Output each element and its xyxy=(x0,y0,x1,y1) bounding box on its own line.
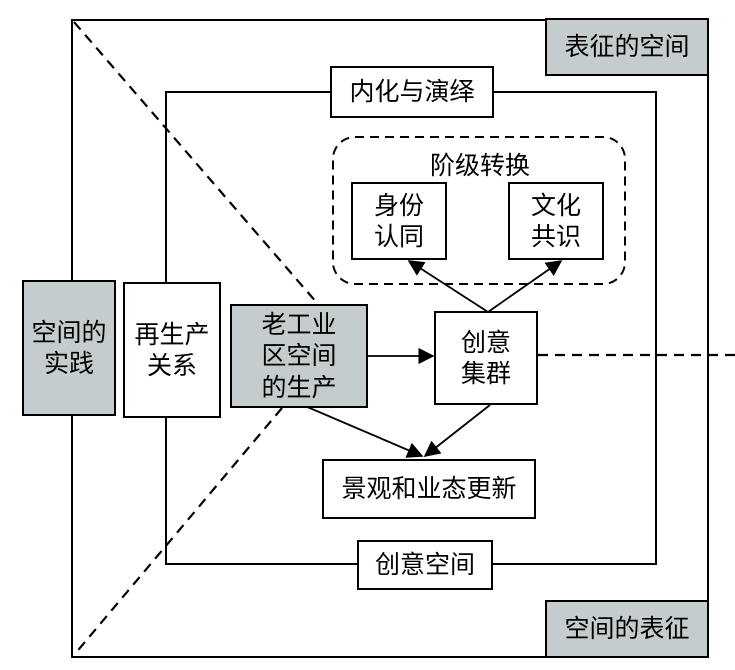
cultural-consensus-label: 文化 共识 xyxy=(530,190,581,251)
reproduction-relations-box: 再生产 关系 xyxy=(123,282,221,418)
internalization-box: 内化与演绎 xyxy=(330,66,494,118)
cultural-consensus-box: 文化 共识 xyxy=(508,182,604,260)
internalization-label: 内化与演绎 xyxy=(349,77,475,107)
representational-space-label: 表征的空间 xyxy=(564,32,690,62)
identity-label: 身份 认同 xyxy=(373,190,424,251)
representation-of-space-box: 空间的表征 xyxy=(545,600,709,658)
spatial-practice-box: 空间的 实践 xyxy=(22,280,116,416)
arrow-production-to-landscape xyxy=(304,405,424,458)
representation-of-space-label: 空间的表征 xyxy=(564,614,690,644)
reproduction-relations-label: 再生产 关系 xyxy=(134,319,210,380)
arrow-cluster-to-consensus xyxy=(487,260,563,313)
creative-space-box: 创意空间 xyxy=(357,540,493,590)
diagonal-dashed-line xyxy=(73,21,331,319)
old-industrial-production-label: 老工业 区空间 的生产 xyxy=(261,310,337,402)
landscape-renewal-box: 景观和业态更新 xyxy=(322,459,536,519)
landscape-renewal-label: 景观和业态更新 xyxy=(341,474,517,504)
representational-space-box: 表征的空间 xyxy=(545,18,709,76)
spatial-practice-label: 空间的 实践 xyxy=(31,317,107,378)
class-transform-label: 阶级转换 xyxy=(429,151,530,180)
creative-cluster-label: 创意 集群 xyxy=(460,327,511,388)
identity-box: 身份 认同 xyxy=(351,182,447,260)
diagonal-dashed-line-lower xyxy=(73,407,283,656)
creative-space-label: 创意空间 xyxy=(374,550,475,580)
creative-cluster-box: 创意 集群 xyxy=(434,311,538,405)
arrow-cluster-to-landscape xyxy=(423,404,491,458)
old-industrial-production-box: 老工业 区空间 的生产 xyxy=(230,304,368,408)
class-transform-group xyxy=(332,136,626,285)
arrow-cluster-to-identity xyxy=(407,260,489,313)
